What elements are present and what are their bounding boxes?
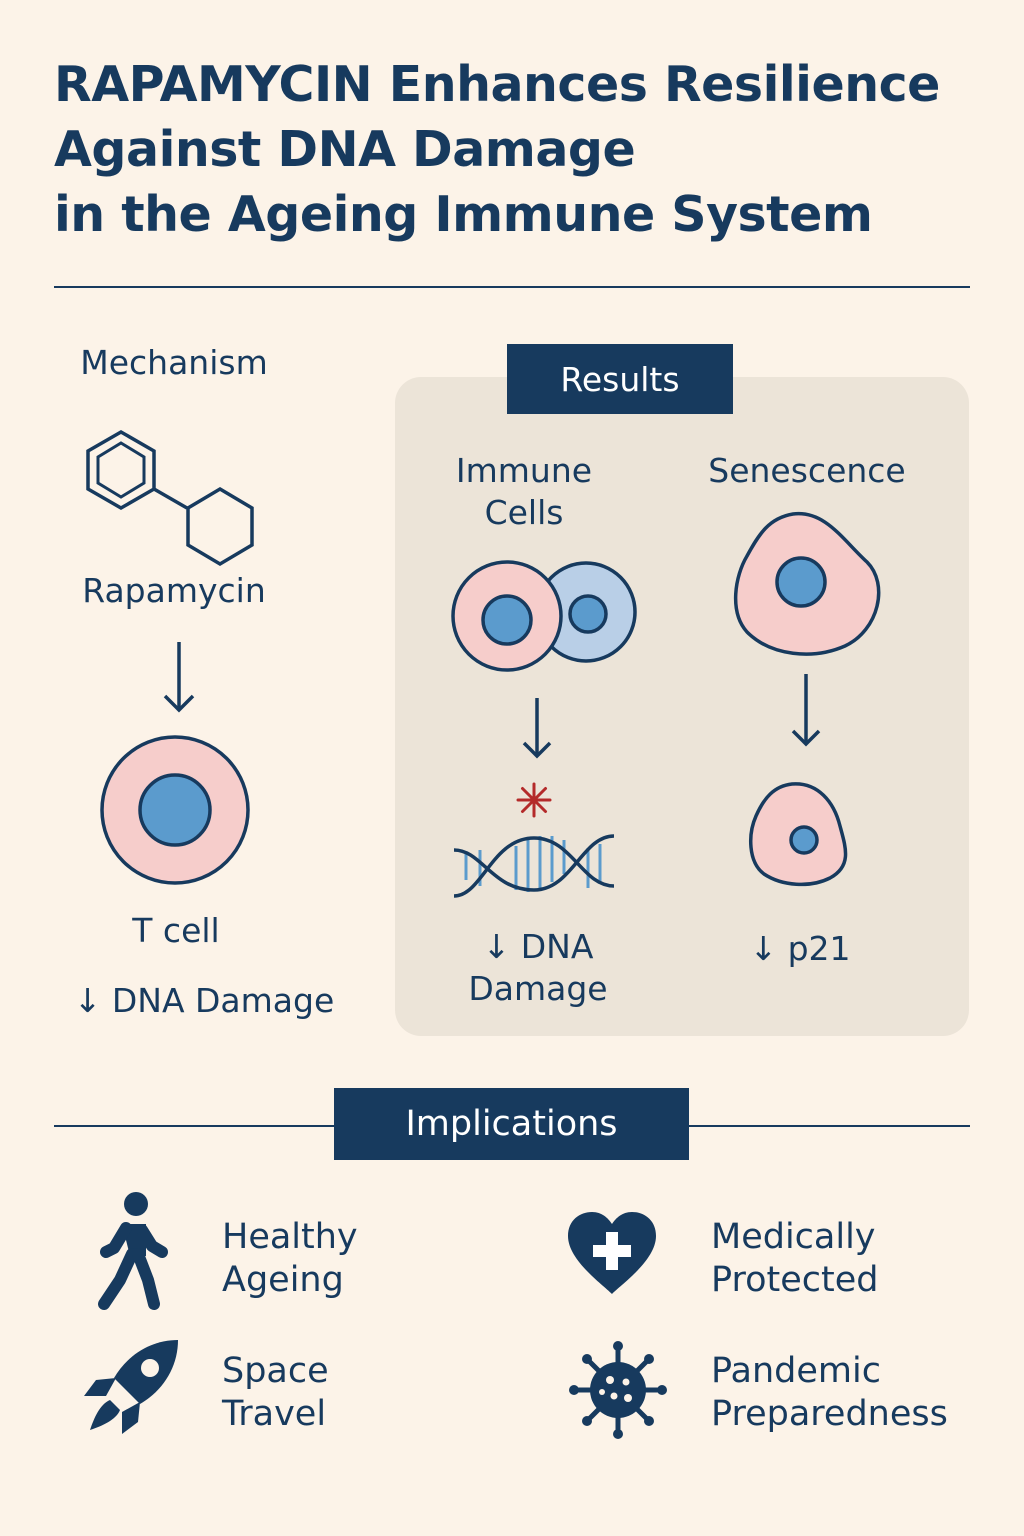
title-line-1: RAPAMYCIN Enhances Resilience [54,56,940,113]
walking-person-icon [98,1192,168,1310]
title-line-3: in the Ageing Immune System [54,186,873,243]
results-heading: Results [507,344,733,414]
immune-cells-label: Immune Cells [455,451,593,532]
damage-burst-icon [516,782,552,818]
senescence-label: Senescence [708,451,906,490]
rocket-icon [84,1340,178,1434]
heart-cross-icon [568,1212,656,1294]
implications-heading: Implications [334,1088,689,1160]
t-cell-icon [100,735,250,885]
immune-cells-icon [451,560,637,672]
rapamycin-label: Rapamycin [82,571,266,610]
mechanism-heading: Mechanism [80,343,268,382]
t-cell-label: T cell [132,911,220,950]
arrow-down-icon [163,642,195,713]
results-panel [395,377,969,1036]
implication-healthy-ageing: Healthy Ageing [222,1217,358,1300]
implications-divider-left [54,1125,336,1127]
implication-medically-protected: Medically Protected [711,1217,879,1300]
implication-space-travel: Space Travel [222,1351,329,1434]
senescent-cell-icon [734,512,881,656]
implication-pandemic-preparedness: Pandemic Preparedness [711,1351,948,1434]
virus-icon [569,1341,667,1439]
immune-dna-damage-label: ↓ DNA Damage [468,927,608,1008]
arrow-down-icon [522,698,552,759]
title-line-2: Against DNA Damage [54,121,636,178]
small-cell-icon [749,782,848,887]
dna-helix-icon [453,834,615,898]
rapamycin-molecule-icon [86,429,254,567]
implications-divider-right [688,1125,970,1127]
p21-label: ↓ p21 [749,929,851,968]
arrow-down-icon [791,674,821,747]
page-title: RAPAMYCIN Enhances Resilience Against DN… [54,52,994,247]
mechanism-dna-damage-label: ↓ DNA Damage [73,981,335,1020]
title-divider [54,286,970,288]
